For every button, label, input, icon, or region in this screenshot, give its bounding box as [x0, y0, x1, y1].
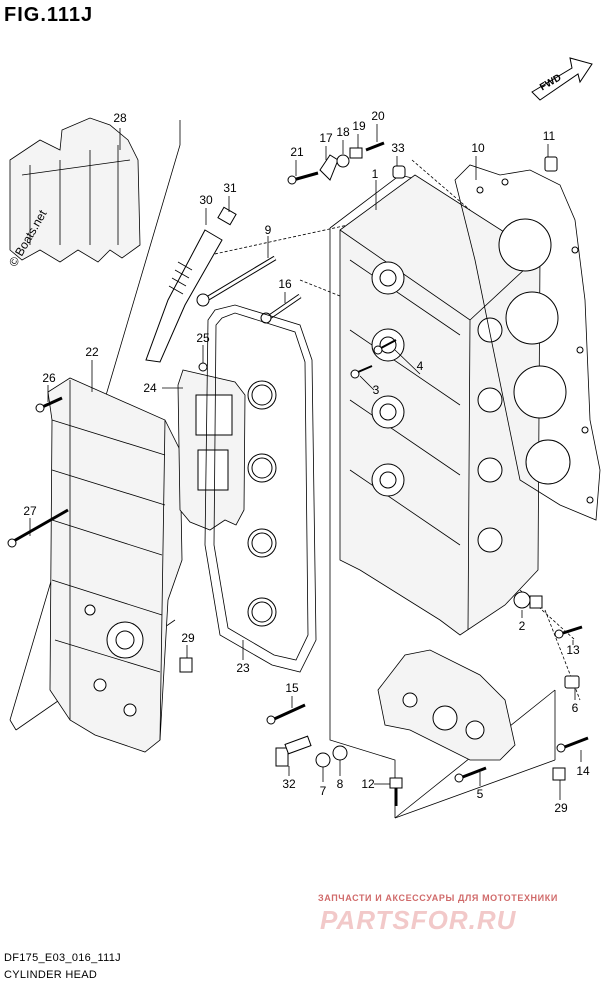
part-24-plate	[177, 369, 246, 531]
part-9-bolt	[196, 255, 277, 307]
part-22-head-cover	[47, 377, 183, 753]
part-18-oring	[336, 154, 350, 168]
leader-lines	[29, 124, 582, 800]
part-30-hose	[145, 206, 237, 363]
callout-27: 27	[23, 504, 37, 518]
watermark-ru-banner: ЗАПЧАСТИ И АКСЕССУАРЫ ДЛЯ МОТОТЕХНИКИ	[318, 893, 558, 903]
part-13-bolt	[554, 625, 583, 639]
callout-10: 10	[471, 141, 485, 155]
callout-25: 25	[196, 331, 210, 345]
watermark-ru-logo: PARTSFOR.RU	[320, 905, 517, 935]
figure-caption: CYLINDER HEAD	[4, 969, 98, 981]
part-17-bracket	[319, 154, 339, 181]
part-25-bolt	[198, 362, 208, 372]
part-23-gasket	[204, 304, 317, 673]
part-2-plug	[513, 591, 543, 609]
callout-20: 20	[371, 109, 385, 123]
callout-7: 7	[320, 784, 327, 798]
part-4-bolt	[373, 339, 397, 355]
part-3-bolt	[350, 365, 373, 379]
part-21-bolt	[287, 171, 319, 185]
callout-32: 32	[282, 777, 296, 791]
callout-11: 11	[543, 129, 556, 143]
callout-28: 28	[113, 111, 127, 125]
callout-13: 13	[566, 643, 580, 657]
callout-29-left: 29	[181, 631, 195, 645]
callout-2: 2	[519, 619, 526, 633]
callout-16: 16	[278, 277, 292, 291]
part-32-sensor	[275, 735, 312, 767]
callout-12: 12	[361, 777, 375, 791]
part-7-washer	[315, 752, 331, 768]
part-6-dowel	[564, 675, 580, 689]
part-19-sleeve	[349, 147, 363, 159]
callout-22: 22	[85, 345, 99, 359]
part-12-bolt	[389, 777, 403, 806]
part-14-bolt	[556, 736, 589, 753]
part-28-cover-bracket	[9, 117, 141, 263]
figure-title: FIG.111J	[4, 4, 94, 26]
part-33-plug	[392, 165, 406, 179]
part-26-bolt	[35, 396, 63, 413]
part-8-oring	[332, 745, 348, 761]
part-20-bolt	[365, 141, 385, 152]
part-5-bolt	[454, 766, 487, 783]
callout-18: 18	[336, 125, 350, 139]
part-10-head-gasket	[454, 164, 601, 521]
callout-14: 14	[576, 764, 590, 778]
part-housing-lower	[377, 649, 516, 761]
callout-4: 4	[417, 359, 424, 373]
callout-8: 8	[337, 777, 344, 791]
callout-15: 15	[285, 681, 299, 695]
callout-29-right: 29	[554, 801, 568, 815]
callout-3: 3	[373, 383, 380, 397]
callout-26: 26	[42, 371, 56, 385]
callout-17: 17	[319, 131, 333, 145]
part-29-cap-left	[179, 657, 193, 673]
callout-31: 31	[223, 181, 237, 195]
callout-23: 23	[236, 661, 250, 675]
callout-33: 33	[391, 141, 405, 155]
callout-labels: 1 2 3 4 5 6 7 8 9 10 11 12 13 14 15 16 1…	[23, 109, 590, 815]
callout-24: 24	[143, 381, 157, 395]
callout-6: 6	[572, 701, 579, 715]
callout-1: 1	[372, 167, 379, 181]
part-11-dowel	[544, 156, 558, 172]
fwd-arrow-icon: FWD	[531, 57, 593, 101]
part-15-bolt	[266, 703, 306, 725]
callout-30: 30	[199, 193, 213, 207]
part-1-cylinder-head	[339, 174, 541, 636]
part-27-bolt	[7, 508, 69, 548]
callout-5: 5	[477, 787, 484, 801]
callout-19: 19	[352, 119, 366, 133]
callout-9: 9	[265, 223, 272, 237]
part-29-cap-right	[552, 767, 566, 781]
figure-code: DF175_E03_016_111J	[4, 952, 121, 964]
callout-21: 21	[290, 145, 304, 159]
